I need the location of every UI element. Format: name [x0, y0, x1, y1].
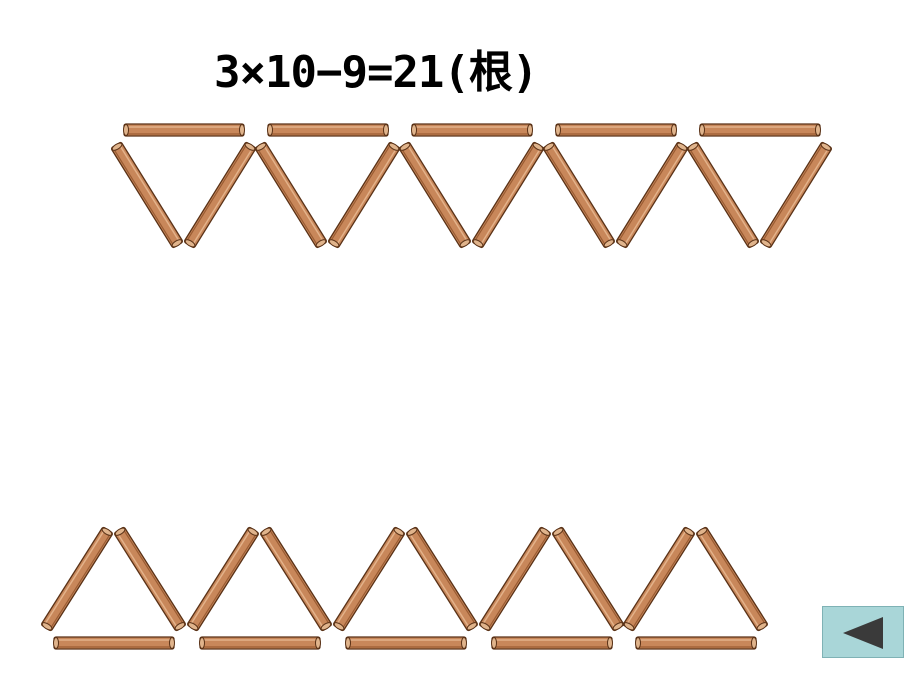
- bottom-triangle-1-right-stick: [114, 526, 186, 632]
- top-triangle-1-right-stick: [184, 141, 256, 249]
- bottom-triangle-3-right-stick: [406, 526, 478, 632]
- formula-text: 3×10−9=21(根): [214, 47, 538, 98]
- bottom-triangle-4-right-stick: [552, 526, 624, 632]
- top-triangle-1-left-stick: [111, 141, 183, 249]
- bottom-triangle-1-base-stick: [53, 636, 175, 650]
- top-triangle-3-left-stick: [399, 141, 471, 249]
- bottom-triangle-5-left-stick: [623, 526, 695, 632]
- top-triangle-4-top-stick: [555, 123, 677, 137]
- bottom-triangle-3-left-stick: [333, 526, 405, 632]
- bottom-triangle-2-base-stick: [199, 636, 321, 650]
- top-triangle-2-top-stick: [267, 123, 389, 137]
- bottom-triangle-4-base-stick: [491, 636, 613, 650]
- top-triangle-3-top-stick: [411, 123, 533, 137]
- top-triangle-4-right-stick: [616, 141, 688, 249]
- left-triangle-icon: [843, 617, 883, 649]
- top-triangle-2-right-stick: [328, 141, 400, 249]
- top-triangle-2-left-stick: [255, 141, 327, 249]
- bottom-triangle-2-left-stick: [187, 526, 259, 632]
- bottom-triangle-5-base-stick: [635, 636, 757, 650]
- top-triangle-4-left-stick: [543, 141, 615, 249]
- bottom-triangle-1-left-stick: [41, 526, 113, 632]
- back-button[interactable]: [822, 606, 904, 658]
- bottom-triangle-4-left-stick: [479, 526, 551, 632]
- top-triangle-3-right-stick: [472, 141, 544, 249]
- top-triangle-1-top-stick: [123, 123, 245, 137]
- bottom-triangle-3-base-stick: [345, 636, 467, 650]
- top-triangle-5-left-stick: [687, 141, 759, 249]
- top-triangle-5-right-stick: [760, 141, 832, 249]
- bottom-triangle-2-right-stick: [260, 526, 332, 632]
- bottom-triangle-5-right-stick: [696, 526, 768, 632]
- top-triangle-5-top-stick: [699, 123, 821, 137]
